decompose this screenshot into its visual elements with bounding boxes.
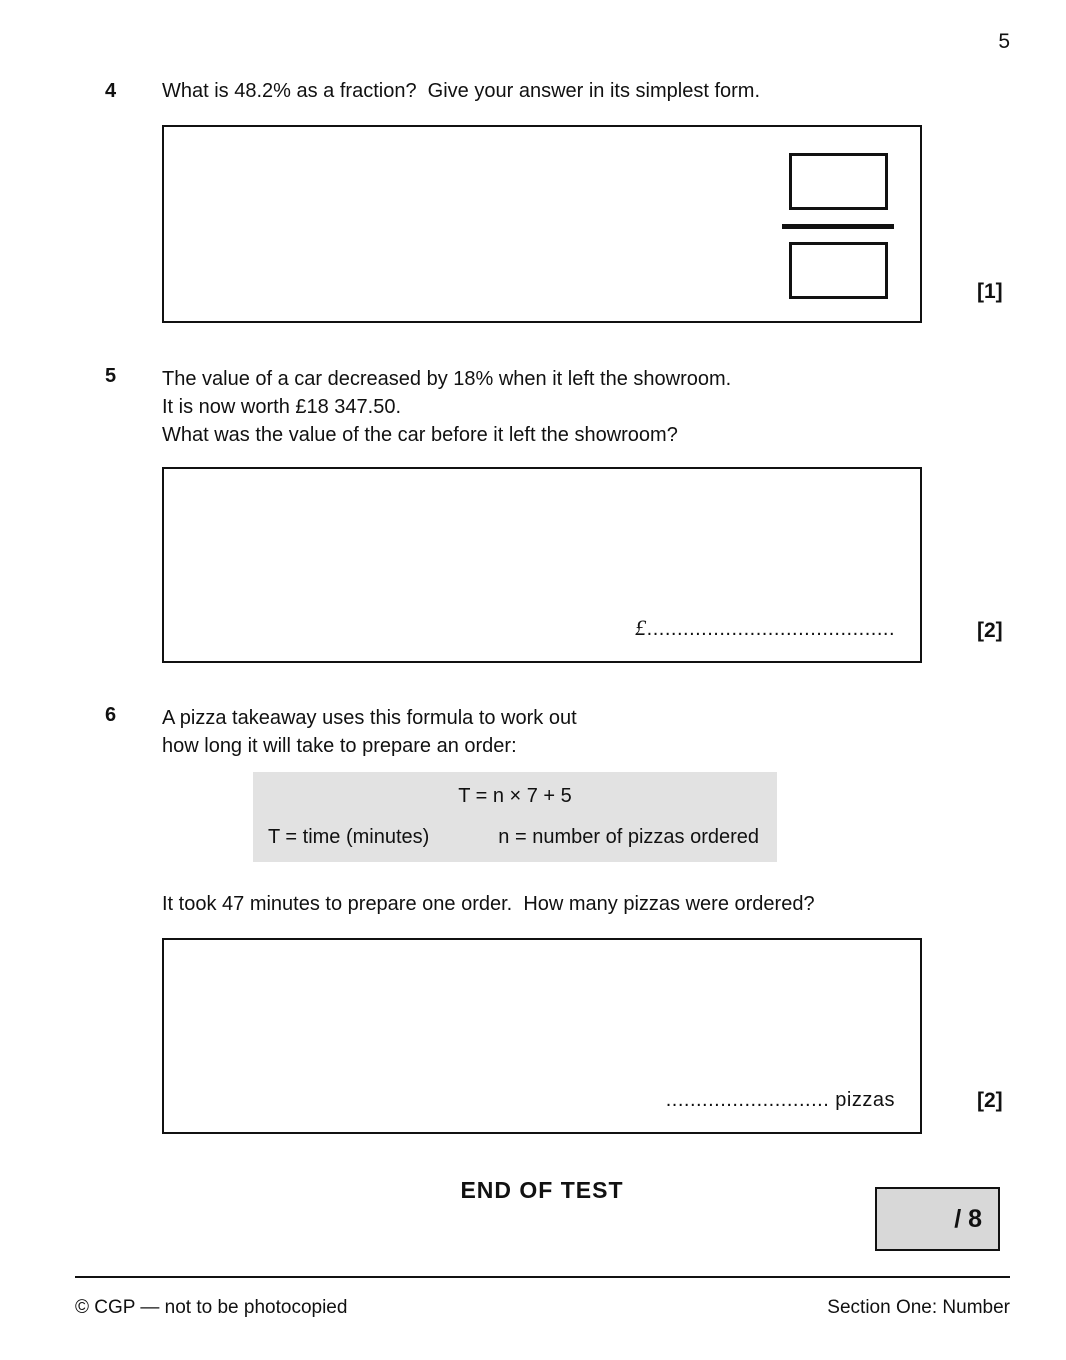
footer-copyright: © CGP — not to be photocopied <box>75 1297 348 1318</box>
formula-legend: T = time (minutes) n = number of pizzas … <box>268 826 759 849</box>
question-5-number: 5 <box>105 365 117 387</box>
total-score-label: / 8 <box>954 1204 982 1233</box>
end-of-test-label: END OF TEST <box>460 1177 624 1203</box>
dotted-answer-line: ........................... <box>665 1089 830 1111</box>
question-6-answer-box[interactable]: ........................... pizzas <box>162 938 922 1134</box>
formula-legend-time: T = time (minutes) <box>268 826 430 848</box>
question-4-answer-box[interactable] <box>162 125 922 323</box>
question-5-text-line-1: The value of a car decreased by 18% when… <box>162 368 732 390</box>
question-5-answer-box[interactable]: £.......................................… <box>162 467 922 663</box>
question-4-number: 4 <box>105 80 117 102</box>
footer-divider <box>75 1276 1010 1278</box>
question-5-text-line-3: What was the value of the car before it … <box>162 424 678 446</box>
formula-box: T = n × 7 + 5 T = time (minutes) n = num… <box>253 772 777 862</box>
total-score-box: / 8 <box>875 1187 1000 1251</box>
footer-section-label: Section One: Number <box>827 1297 1010 1318</box>
question-4-marks: [1] <box>977 280 1003 303</box>
page-number: 5 <box>998 30 1010 53</box>
question-5-text-line-2: It is now worth £18 347.50. <box>162 396 402 418</box>
formula-legend-pizzas: n = number of pizzas ordered <box>498 826 759 848</box>
question-6-answer-line[interactable]: ........................... pizzas <box>666 1089 895 1112</box>
fraction-bar <box>782 224 894 229</box>
question-6-prompt: It took 47 minutes to prepare one order.… <box>162 893 815 915</box>
answer-unit-label: pizzas <box>829 1089 895 1111</box>
fraction-answer <box>782 153 894 299</box>
question-6-number: 6 <box>105 704 117 726</box>
question-4-text: What is 48.2% as a fraction? Give your a… <box>162 80 760 102</box>
dotted-answer-line: ........................................… <box>646 618 895 640</box>
fraction-numerator-box[interactable] <box>788 153 888 210</box>
question-6-text-line-2: how long it will take to prepare an orde… <box>162 735 517 757</box>
fraction-denominator-box[interactable] <box>788 242 888 299</box>
question-6-marks: [2] <box>977 1089 1003 1112</box>
question-6-text-line-1: A pizza takeaway uses this formula to wo… <box>162 707 577 729</box>
question-5-answer-line[interactable]: £.......................................… <box>635 615 895 641</box>
question-5-marks: [2] <box>977 619 1003 642</box>
pound-sign: £ <box>635 615 647 640</box>
formula-equation: T = n × 7 + 5 <box>458 785 572 807</box>
